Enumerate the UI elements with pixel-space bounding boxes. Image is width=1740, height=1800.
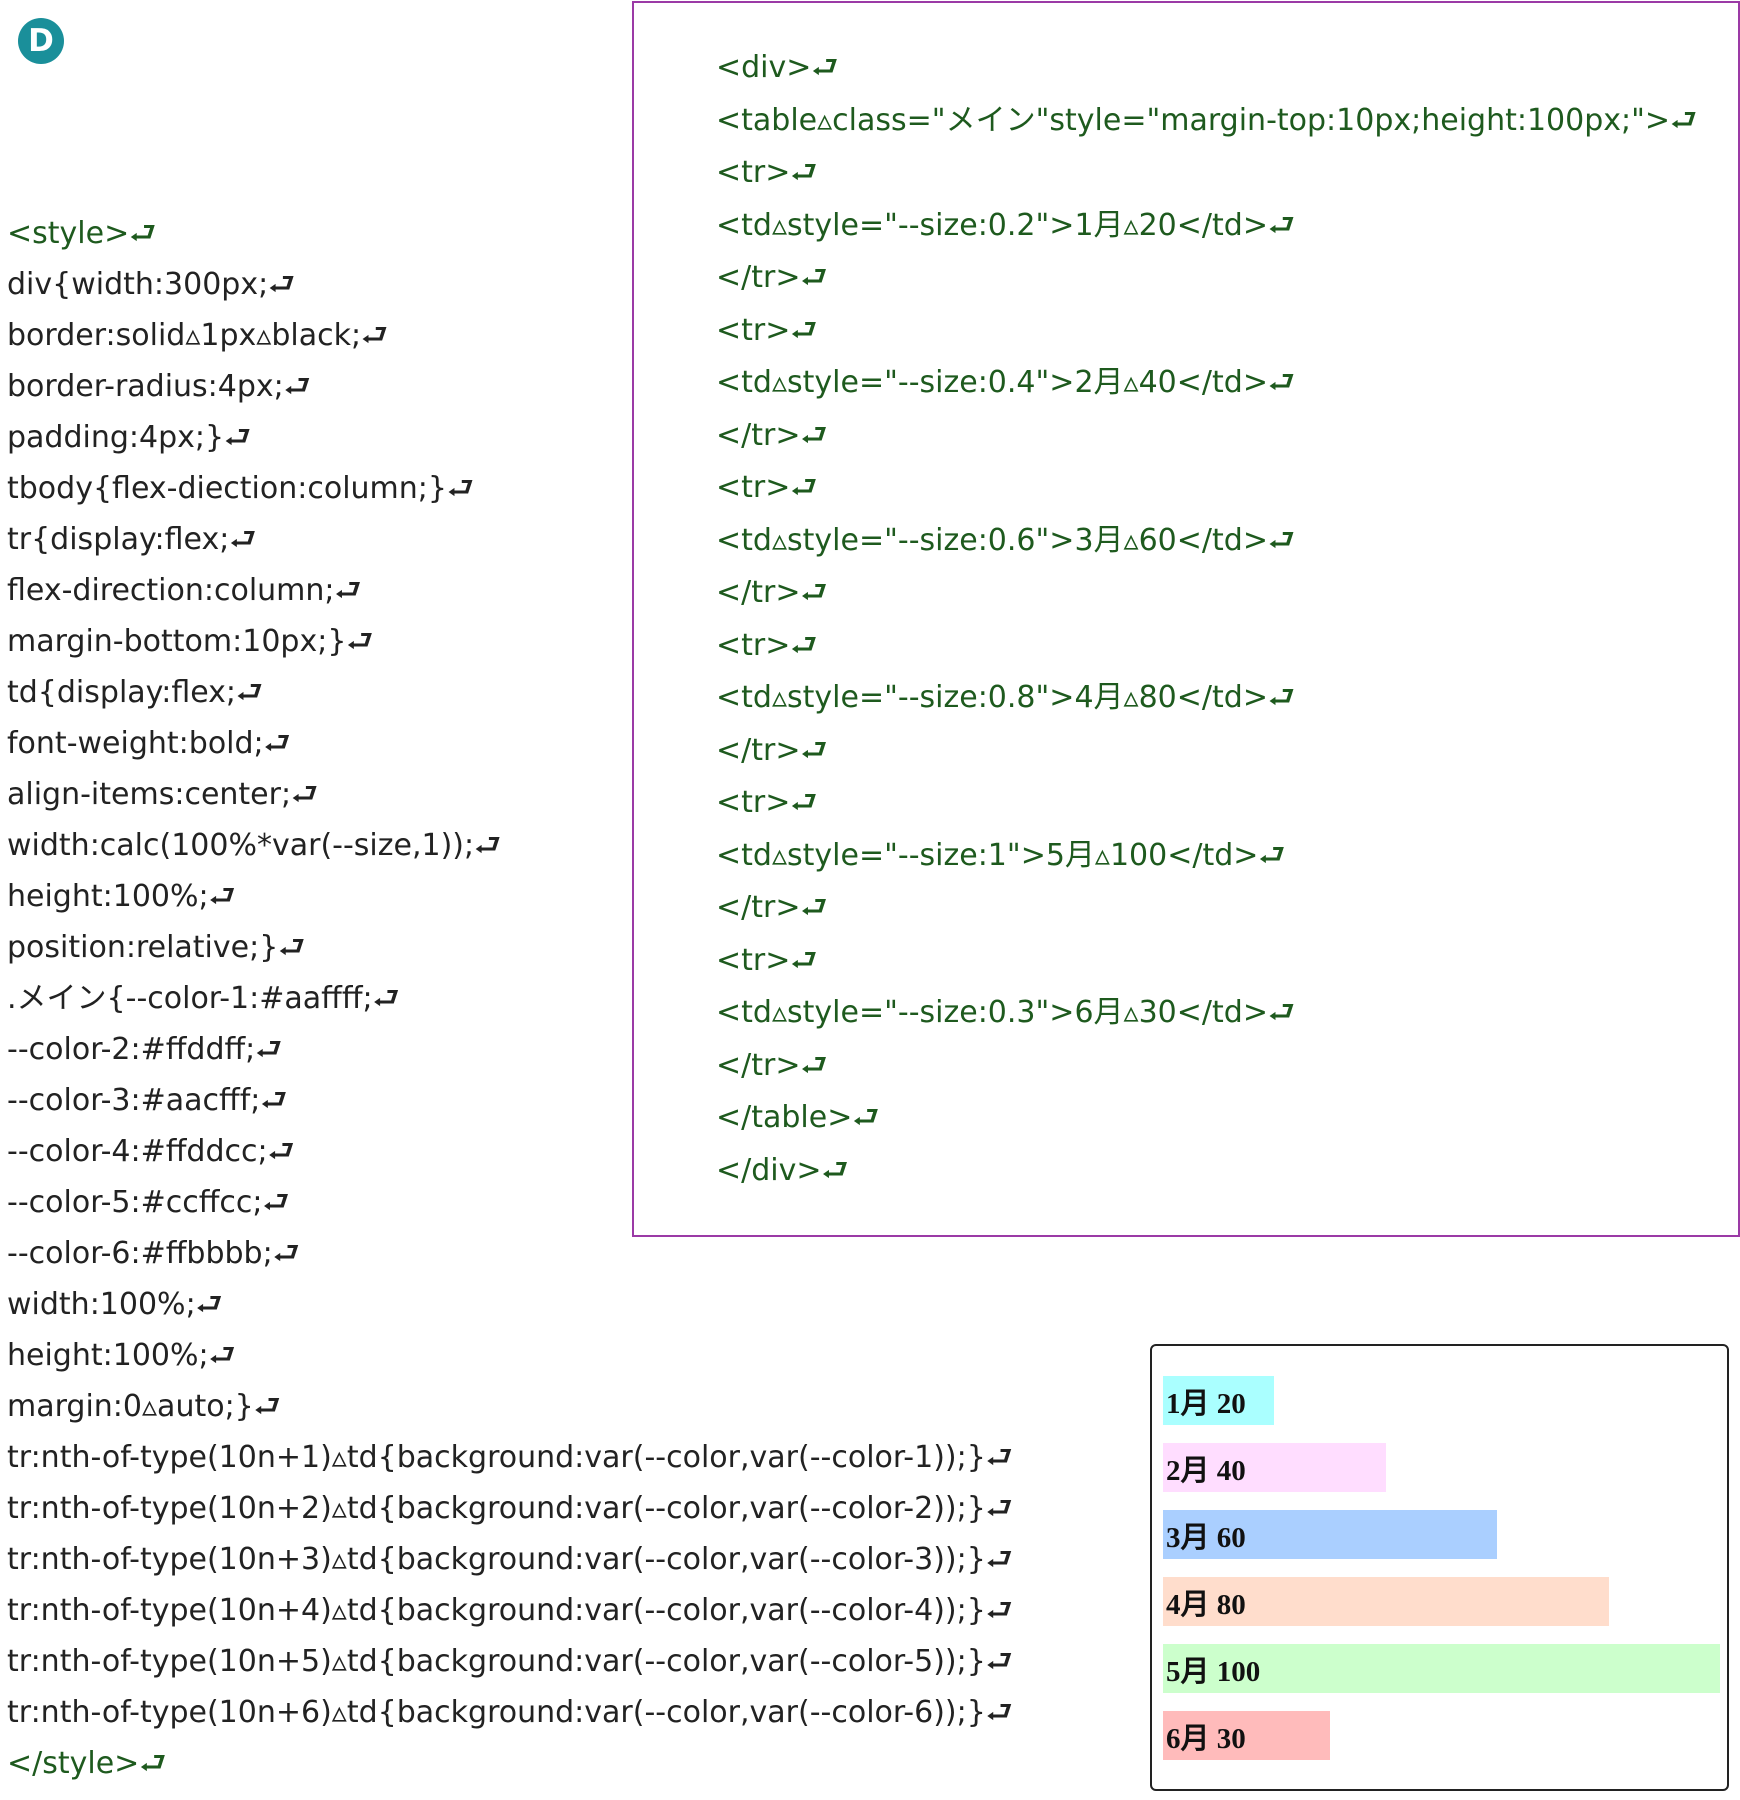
html-code-line: <tr>⮐	[716, 312, 818, 348]
bar-6: 6月 30	[1163, 1711, 1331, 1760]
bar-chart: 1月 20 2月 40 3月 60 4月 80 5月 100 6月 30	[1163, 1376, 1720, 1778]
html-code-box: <div>⮐ <table▵class="メイン"style="margin-to…	[632, 1, 1740, 1237]
html-code-line: </tr>⮐	[716, 575, 828, 610]
html-code-line: </table>⮐	[716, 1100, 880, 1135]
css-code-line: <style>⮐	[7, 216, 157, 251]
html-code-line: <div>⮐	[716, 50, 839, 85]
css-code-line: </style>⮐	[7, 1746, 167, 1781]
html-code-line: <tr>⮐	[716, 942, 818, 978]
css-code-line: --color-5:#ccffcc;⮐	[7, 1185, 290, 1220]
css-code-line: --color-6:#ffbbbb;⮐	[7, 1236, 300, 1271]
css-code-line: align-items:center;⮐	[7, 777, 319, 812]
css-code-line: font-weight:bold;⮐	[7, 726, 291, 761]
css-code-line: border:solid▵1px▵black;⮐	[7, 318, 389, 353]
html-code-line: <td▵style="--size:0.3">6月▵30</td>⮐	[716, 995, 1295, 1030]
html-code-line: <tr>⮐	[716, 155, 818, 190]
html-code-line: <td▵style="--size:0.4">2月▵40</td>⮐	[716, 365, 1295, 400]
html-code-line: </tr>⮐	[716, 417, 828, 453]
css-code-line: tr:nth-of-type(10n+4)▵td{background:var(…	[7, 1593, 1013, 1628]
html-code-line: </tr>⮐	[716, 1047, 828, 1083]
css-code-line: tr{display:flex;⮐	[7, 522, 257, 557]
bar-4: 4月 80	[1163, 1577, 1609, 1626]
css-code-line: --color-2:#ffddff;⮐	[7, 1032, 283, 1067]
css-code-line: position:relative;}⮐	[7, 930, 306, 965]
css-code-line: --color-3:#aacfff;⮐	[7, 1083, 288, 1118]
css-code-line: tr:nth-of-type(10n+3)▵td{background:var(…	[7, 1542, 1013, 1577]
html-code-line: <td▵style="--size:0.2">1月▵20</td>⮐	[716, 207, 1295, 243]
css-code-line: --color-4:#ffddcc;⮐	[7, 1134, 295, 1169]
css-code-line: tr:nth-of-type(10n+2)▵td{background:var(…	[7, 1491, 1013, 1526]
html-code-line: <td▵style="--size:0.6">3月▵60</td>⮐	[716, 522, 1295, 558]
css-code-line: div{width:300px;⮐	[7, 267, 296, 302]
css-code-line: margin-bottom:10px;}⮐	[7, 624, 374, 659]
html-code-line: <table▵class="メイン"style="margin-top:10px…	[716, 102, 1698, 138]
html-code-line: <td▵style="--size:1">5月▵100</td>⮐	[716, 837, 1286, 873]
css-code-line: tr:nth-of-type(10n+6)▵td{background:var(…	[7, 1695, 1013, 1730]
html-code-line: <tr>⮐	[716, 785, 818, 820]
css-code-line: width:100%;⮐	[7, 1287, 223, 1322]
css-code-listing: <style>⮐ div{width:300px;⮐ border:solid▵1p…	[7, 208, 1013, 1789]
css-code-line: flex-direction:column;⮐	[7, 573, 362, 608]
rendered-result-box: 1月 20 2月 40 3月 60 4月 80 5月 100 6月 30	[1150, 1344, 1729, 1791]
html-code-line: </tr>⮐	[716, 732, 828, 768]
css-code-line: tr:nth-of-type(10n+5)▵td{background:var(…	[7, 1644, 1013, 1679]
section-badge: D	[18, 18, 64, 64]
html-code-line: </tr>⮐	[716, 260, 828, 295]
css-code-line: .メイン{--color-1:#aaffff;⮐	[7, 981, 400, 1016]
css-code-line: border-radius:4px;⮐	[7, 369, 311, 404]
css-code-line: td{display:flex;⮐	[7, 675, 264, 710]
css-code-line: height:100%;⮐	[7, 1338, 236, 1373]
html-code-line: <tr>⮐	[716, 627, 818, 663]
html-code-line: </tr>⮐	[716, 890, 828, 925]
css-code-line: height:100%;⮐	[7, 879, 236, 914]
bar-1: 1月 20	[1163, 1376, 1275, 1425]
css-code-line: padding:4px;}⮐	[7, 420, 252, 455]
bar-2: 2月 40	[1163, 1443, 1386, 1492]
html-code-listing: <div>⮐ <table▵class="メイン"style="margin-to…	[716, 42, 1697, 1197]
css-code-line: margin:0▵auto;}⮐	[7, 1389, 281, 1424]
css-code-line: width:calc(100%*var(--size,1));⮐	[7, 828, 502, 863]
bar-5: 5月 100	[1163, 1644, 1720, 1693]
html-code-line: </div>⮐	[716, 1152, 849, 1188]
bar-3: 3月 60	[1163, 1510, 1498, 1559]
html-code-line: <tr>⮐	[716, 470, 818, 505]
css-code-line: tr:nth-of-type(10n+1)▵td{background:var(…	[7, 1440, 1013, 1475]
html-code-line: <td▵style="--size:0.8">4月▵80</td>⮐	[716, 680, 1295, 715]
css-code-line: tbody{flex-diection:column;}⮐	[7, 471, 474, 506]
